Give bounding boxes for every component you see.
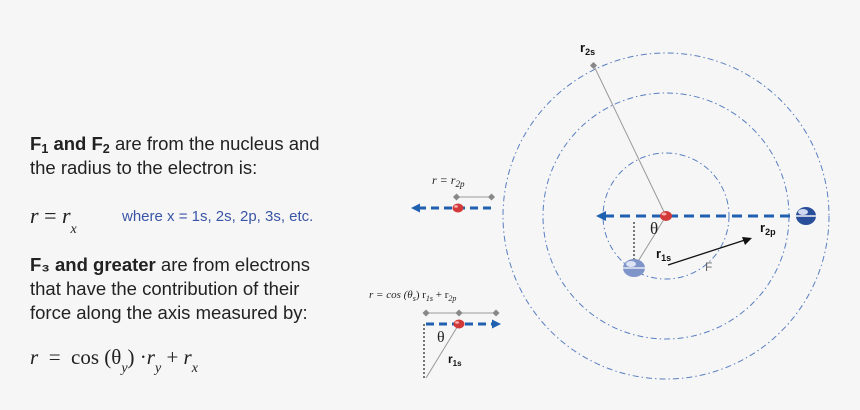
p2-line1: F₃ and greater are from electrons — [30, 253, 360, 277]
small-eq-top: r = r2p — [432, 173, 465, 189]
equation-where-note: where x = 1s, 2s, 2p, 3s, etc. — [122, 208, 314, 225]
nucleus — [660, 211, 672, 221]
paragraph-f1-f2: F1 and F2 are from the nucleus and the r… — [30, 132, 360, 180]
small-top-nucleus — [452, 203, 464, 213]
label-r1s: r1s — [656, 246, 671, 263]
p2-line2: that have the contribution of their — [30, 278, 300, 299]
small-eq-bottom: r = cos (θs) r1s + r2p — [369, 289, 456, 303]
label-r2s: r2s — [580, 40, 595, 57]
paragraph-f1-f2-line1: F1 and F2 are from the nucleus and — [30, 132, 360, 156]
force-arrowhead — [742, 237, 752, 245]
main-axis-arrowhead — [596, 211, 606, 221]
p1-line2: the radius to the electron is: — [30, 157, 258, 178]
label-theta: θ — [650, 219, 658, 238]
f1-f2-label: F1 and F2 — [30, 133, 110, 157]
label-r2p: r2p — [760, 220, 776, 237]
radius-2s-endpoint — [589, 61, 598, 70]
small-bottom-nucleus — [453, 319, 465, 329]
radius-2s-line — [593, 65, 667, 217]
p2-line1-rest: are from electrons — [160, 254, 310, 275]
f3-label: F₃ and greater — [30, 254, 156, 275]
label-force: F — [705, 260, 712, 274]
small-bottom-theta: θ — [437, 329, 445, 346]
equation-r-cos-theta: r = cos (θy) ·ry + rx — [30, 345, 198, 376]
radius-1s-line — [633, 215, 667, 269]
paragraph-f3: F₃ and greater are from electrons that h… — [30, 253, 360, 325]
small-bottom-arrowhead — [492, 319, 501, 329]
p2-line3: force along the axis measured by: — [30, 302, 308, 323]
small-bottom-radius — [425, 323, 460, 379]
small-top-arrowhead — [411, 203, 420, 213]
orbit-outer — [502, 52, 830, 380]
p1-line1-rest: are from the nucleus and — [114, 133, 320, 154]
force-arrow — [667, 239, 746, 266]
orbit-inner — [602, 152, 730, 280]
small-bottom-r1s: r1s — [448, 352, 462, 368]
equation-r-equals-rx: r = rx — [30, 203, 77, 237]
